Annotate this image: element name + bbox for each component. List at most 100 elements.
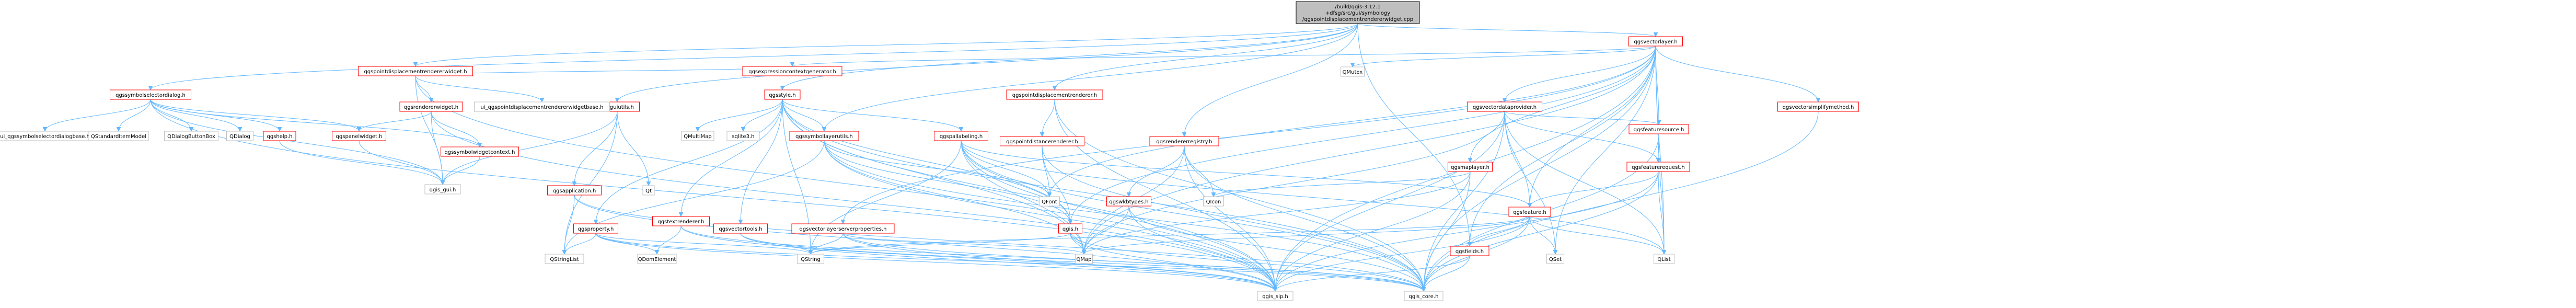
edge-feature-to-qlist <box>1529 216 1664 255</box>
node-box <box>1404 291 1443 301</box>
edge-prop-to-qgis_sip <box>595 233 1275 292</box>
edge-rendreg-to-qgis_core <box>1184 145 1424 291</box>
edge-pdistr-to-qgis_core <box>1042 145 1424 291</box>
node-pallab[interactable]: qgspallabeling.h <box>934 131 988 141</box>
node-qdom: QDomElement <box>637 254 677 264</box>
node-expctxgen[interactable]: qgsexpressioncontextgenerator.h <box>742 66 842 76</box>
node-label: qgswkbtypes.h <box>1109 199 1148 205</box>
node-prop[interactable]: qgsproperty.h <box>573 223 618 234</box>
node-app[interactable]: qgsapplication.h <box>547 185 602 196</box>
edge-style-to-textrend <box>681 99 783 216</box>
node-label: qgsfeaturerequest.h <box>1632 165 1685 170</box>
node-label: qgis_sip.h <box>1262 294 1288 300</box>
edge-vlayer-to-feature <box>1530 45 1656 207</box>
node-vlsp[interactable]: qgsvectorlayerserverproperties.h <box>791 223 895 234</box>
node-label: qgssymbollayerutils.h <box>795 134 853 140</box>
node-label: QDialogButtonBox <box>167 134 215 140</box>
node-label: /build/qgis-3.12.1 <box>1335 4 1380 10</box>
node-box <box>110 89 191 100</box>
edge-root-to-pdr_h <box>1055 23 1358 90</box>
node-fields[interactable]: qgsfields.h <box>1450 246 1489 256</box>
node-qgis_gui: qgis_gui.h <box>424 184 461 195</box>
node-label: QMap <box>1077 257 1092 263</box>
edge-vdp-to-fsrc <box>1504 111 1659 125</box>
node-pdrw_h[interactable]: qgspointdisplacementrendererwidget.h <box>358 66 473 76</box>
node-box <box>726 131 760 141</box>
node-label: qgsapplication.h <box>553 188 596 194</box>
edge-pallab-to-qmap <box>961 140 1084 254</box>
edge-symseldlg-to-qgis_gui <box>150 99 443 185</box>
edge-symlu-to-qgis_h <box>824 140 1070 224</box>
node-label: qgsmaplayer.h <box>1451 165 1489 170</box>
edge-panelw-to-qgis_gui <box>359 140 443 185</box>
node-qgsgeos[interactable]: qgsvectortools.h <box>713 223 768 234</box>
node-label: sqlite3.h <box>732 134 754 140</box>
edge-style-to-qgis_core <box>782 99 1424 291</box>
node-box <box>764 89 801 100</box>
node-label: qgsrendererregistry.h <box>1156 139 1212 145</box>
node-label: QFont <box>1042 199 1057 205</box>
edge-root-to-symlu <box>824 23 1358 131</box>
node-box <box>1628 124 1689 134</box>
node-qgis_core: qgis_core.h <box>1404 291 1443 301</box>
node-box <box>1296 1 1420 24</box>
node-feature[interactable]: qgsfeature.h <box>1508 207 1551 217</box>
node-label: qgspanelwidget.h <box>336 134 383 140</box>
edge-textrend-to-qgis_sip <box>680 225 1275 291</box>
node-label: +dfsg/src/gui/symbology <box>1325 10 1391 16</box>
node-symwctx[interactable]: qgssymbolwidgetcontext.h <box>441 146 519 157</box>
edge-pdistr-to-qgis_h <box>1042 145 1070 224</box>
edge-symseldlg-to-symwctx <box>150 99 480 147</box>
edge-maplayer-to-qmap <box>1084 171 1471 254</box>
node-symlu[interactable]: qgssymbollayerutils.h <box>789 131 859 141</box>
node-label: qgis_core.h <box>1409 294 1439 300</box>
node-panelw[interactable]: qgspanelwidget.h <box>332 131 386 141</box>
node-label: qgspointdistancerenderer.h <box>1006 139 1078 145</box>
edge-style-to-qgis_sip <box>782 99 1275 291</box>
node-freq[interactable]: qgsfeaturerequest.h <box>1626 162 1690 172</box>
node-symseldlg[interactable]: qgssymbolselectordialog.h <box>110 89 191 100</box>
node-label: qgsstyle.h <box>769 93 795 98</box>
node-vsimp[interactable]: qgsvectorsimplifymethod.h <box>1777 101 1859 112</box>
node-vdp[interactable]: qgsvectordataprovider.h <box>1467 101 1542 112</box>
node-label: qgsfeaturesource.h <box>1634 127 1684 133</box>
edge-fields-to-qgis_core <box>1424 255 1470 291</box>
edge-maplayer-to-qgis_sip <box>1275 171 1471 291</box>
node-wkbtypes[interactable]: qgswkbtypes.h <box>1106 196 1151 207</box>
node-style[interactable]: qgsstyle.h <box>764 89 801 100</box>
node-label: qgsvectorsimplifymethod.h <box>1783 105 1854 110</box>
node-vlayer[interactable]: qgsvectorlayer.h <box>1628 36 1683 47</box>
edge-rendw-to-symwctx <box>431 111 480 147</box>
node-maplayer[interactable]: qgsmaplayer.h <box>1448 162 1493 172</box>
edge-freq-to-qgis_sip <box>1275 171 1659 291</box>
node-box <box>1450 246 1489 256</box>
node-label: qgis_gui.h <box>430 187 456 193</box>
node-help[interactable]: qgshelp.h <box>263 131 296 141</box>
node-rendw[interactable]: qgsrendererwidget.h <box>399 101 463 112</box>
node-box <box>1777 101 1859 112</box>
node-label: qgsguiutils.h <box>600 105 634 110</box>
node-fsrc[interactable]: qgsfeaturesource.h <box>1628 124 1689 134</box>
node-textrend[interactable]: qgstextrenderer.h <box>652 216 710 226</box>
node-label: QString <box>801 257 821 263</box>
node-box <box>637 254 677 264</box>
edge-symseldlg-to-ui_symsel <box>45 99 151 132</box>
edge-guiutils-to-qstrlist <box>564 111 618 254</box>
edge-root-to-style <box>782 23 1358 90</box>
edge-app-to-qgis_core <box>574 195 1424 291</box>
node-box <box>1448 162 1493 172</box>
edge-vdp-to-freq <box>1504 111 1658 162</box>
node-pdr_h[interactable]: qgspointdisplacementrenderer.h <box>1006 89 1103 100</box>
edge-feature-to-qstring <box>811 216 1530 255</box>
node-box <box>1628 36 1683 47</box>
edge-vlsp-to-qgis_sip <box>842 233 1275 291</box>
node-label: Qt <box>645 188 652 194</box>
edge-style-to-qgsgeos <box>741 99 783 224</box>
node-qgis_h[interactable]: qgis.h <box>1058 223 1082 234</box>
node-qsim: QStandardItemModel <box>88 131 149 141</box>
edge-pdr_h-to-pdistr <box>1042 99 1055 136</box>
node-ui_symsel: ui_qgssymbolselectordialogbase.h <box>0 131 97 141</box>
node-rendreg[interactable]: qgsrendererregistry.h <box>1149 136 1219 146</box>
node-pdistr[interactable]: qgspointdistancerenderer.h <box>1000 136 1084 146</box>
edge-symlu-to-qgis_core <box>824 140 1424 291</box>
